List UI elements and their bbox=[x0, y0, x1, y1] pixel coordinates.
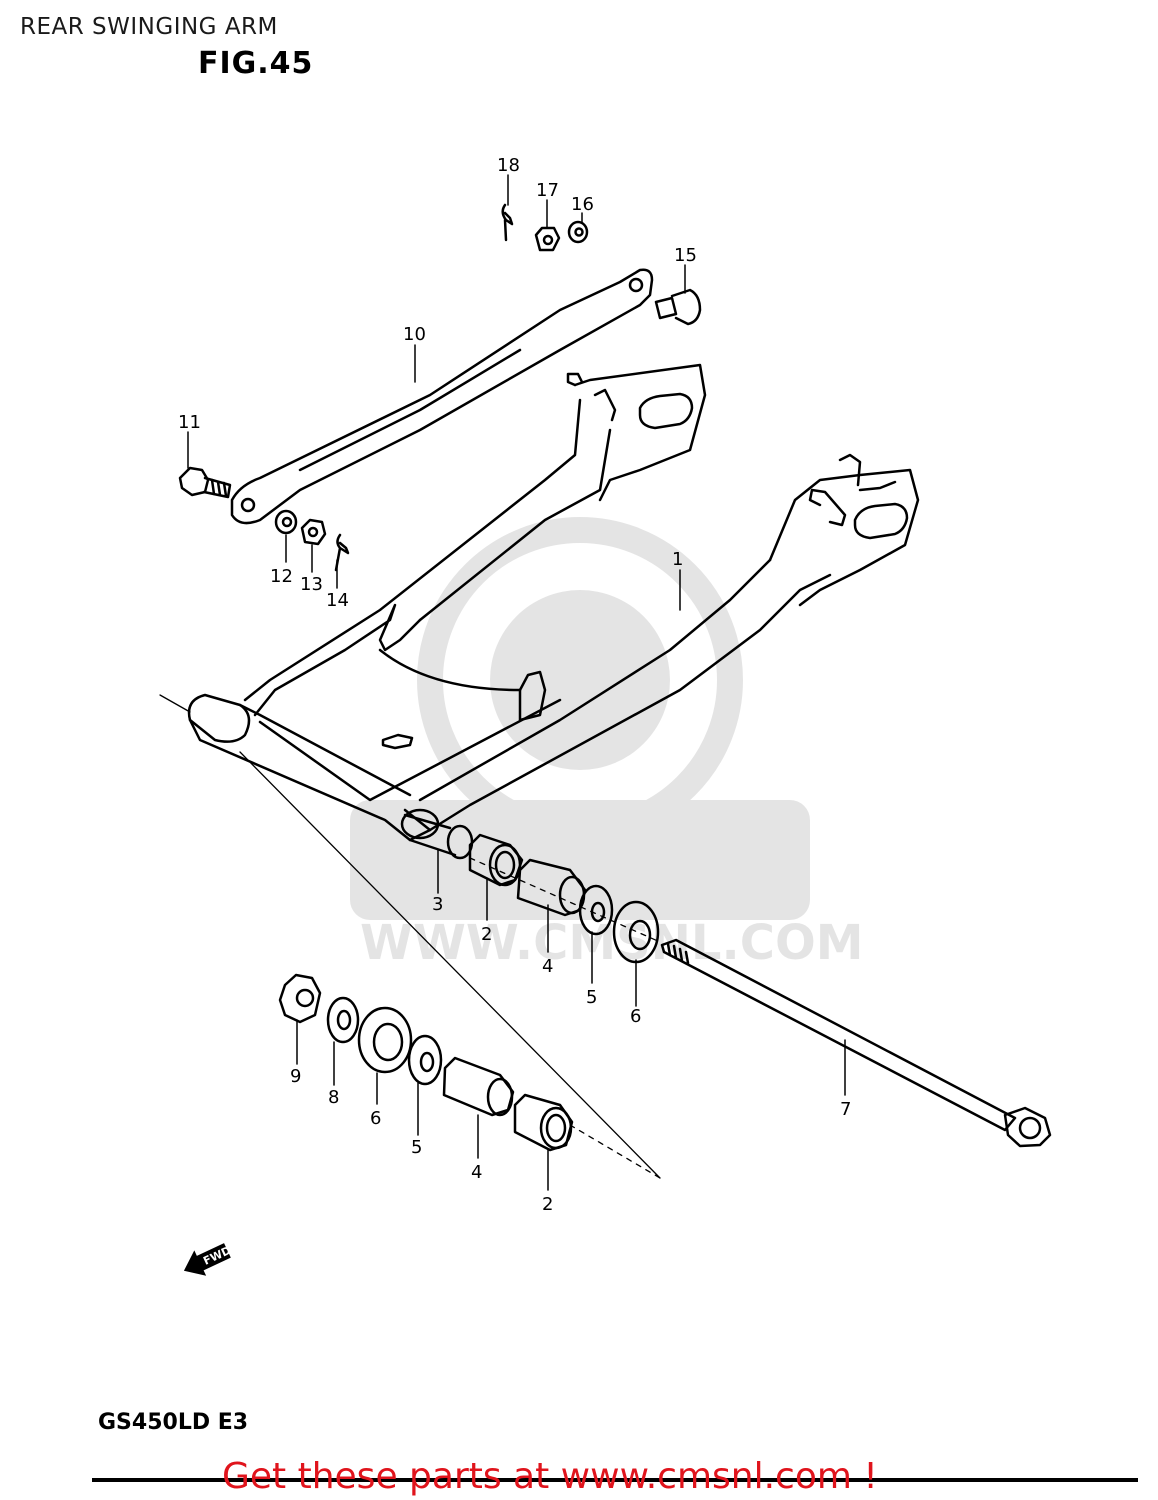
watermark-url: WWW.CMSNL.COM bbox=[360, 915, 864, 971]
model-code: GS450LD E3 bbox=[98, 1410, 249, 1435]
callout-5-lower: 5 bbox=[411, 1137, 422, 1158]
cms-watermark-logo bbox=[350, 517, 810, 920]
bolt-15 bbox=[654, 288, 702, 326]
washer-5-upper bbox=[578, 884, 614, 936]
callout-4-upper: 4 bbox=[542, 956, 553, 977]
figure-number: FIG.45 bbox=[198, 46, 314, 81]
nut-13 bbox=[300, 518, 327, 546]
callout-10: 10 bbox=[403, 324, 426, 345]
callout-6-upper: 6 bbox=[630, 1006, 641, 1027]
callout-2-upper: 2 bbox=[481, 924, 492, 945]
callout-11: 11 bbox=[178, 412, 201, 433]
nut-17 bbox=[534, 226, 561, 252]
callout-14: 14 bbox=[326, 590, 349, 611]
washer-5-lower bbox=[407, 1034, 443, 1086]
dust-seal-3 bbox=[400, 808, 474, 860]
callout-7: 7 bbox=[840, 1099, 851, 1120]
dust-cap-6-upper bbox=[612, 900, 660, 964]
callout-2-lower: 2 bbox=[542, 1194, 553, 1215]
needle-bearing-2-lower bbox=[513, 1093, 574, 1152]
spacer-4-upper bbox=[516, 858, 587, 917]
callout-6-lower: 6 bbox=[370, 1108, 381, 1129]
washer-16 bbox=[567, 220, 589, 244]
pivot-shaft-7 bbox=[660, 938, 1052, 1148]
swing-arm bbox=[187, 363, 920, 842]
callout-1: 1 bbox=[672, 549, 683, 570]
washer-12 bbox=[274, 509, 298, 535]
bolt-11 bbox=[178, 466, 232, 499]
callout-16: 16 bbox=[571, 194, 594, 215]
leader-lines bbox=[187, 174, 846, 1191]
fwd-arrow-icon: FWD bbox=[183, 1243, 233, 1276]
cmsnl-parts-link[interactable]: Get these parts at www.cmsnl.com ! bbox=[222, 1456, 878, 1497]
nut-9 bbox=[278, 973, 322, 1024]
bottom-rule bbox=[92, 1478, 1138, 1482]
callout-18: 18 bbox=[497, 155, 520, 176]
callout-4-lower: 4 bbox=[471, 1162, 482, 1183]
washer-8 bbox=[326, 996, 360, 1044]
callout-15: 15 bbox=[674, 245, 697, 266]
torque-arm bbox=[230, 268, 654, 525]
page-title: REAR SWINGING ARM bbox=[20, 14, 278, 40]
spacer-4-lower bbox=[442, 1056, 515, 1117]
cotter-pin-14 bbox=[334, 533, 350, 572]
callout-3: 3 bbox=[432, 894, 443, 915]
callout-5-upper: 5 bbox=[586, 987, 597, 1008]
cotter-pin-18 bbox=[501, 203, 514, 242]
callout-9: 9 bbox=[290, 1066, 301, 1087]
callout-13: 13 bbox=[300, 574, 323, 595]
callout-12: 12 bbox=[270, 566, 293, 587]
callout-8: 8 bbox=[328, 1087, 339, 1108]
callout-numbers: 1 10 11 12 13 14 15 16 17 18 3 2 4 5 6 7… bbox=[178, 155, 851, 1215]
callout-17: 17 bbox=[536, 180, 559, 201]
needle-bearing-2-upper bbox=[468, 833, 524, 887]
assembly-guide-lines bbox=[159, 694, 661, 1179]
dust-cap-6-lower bbox=[357, 1006, 413, 1074]
